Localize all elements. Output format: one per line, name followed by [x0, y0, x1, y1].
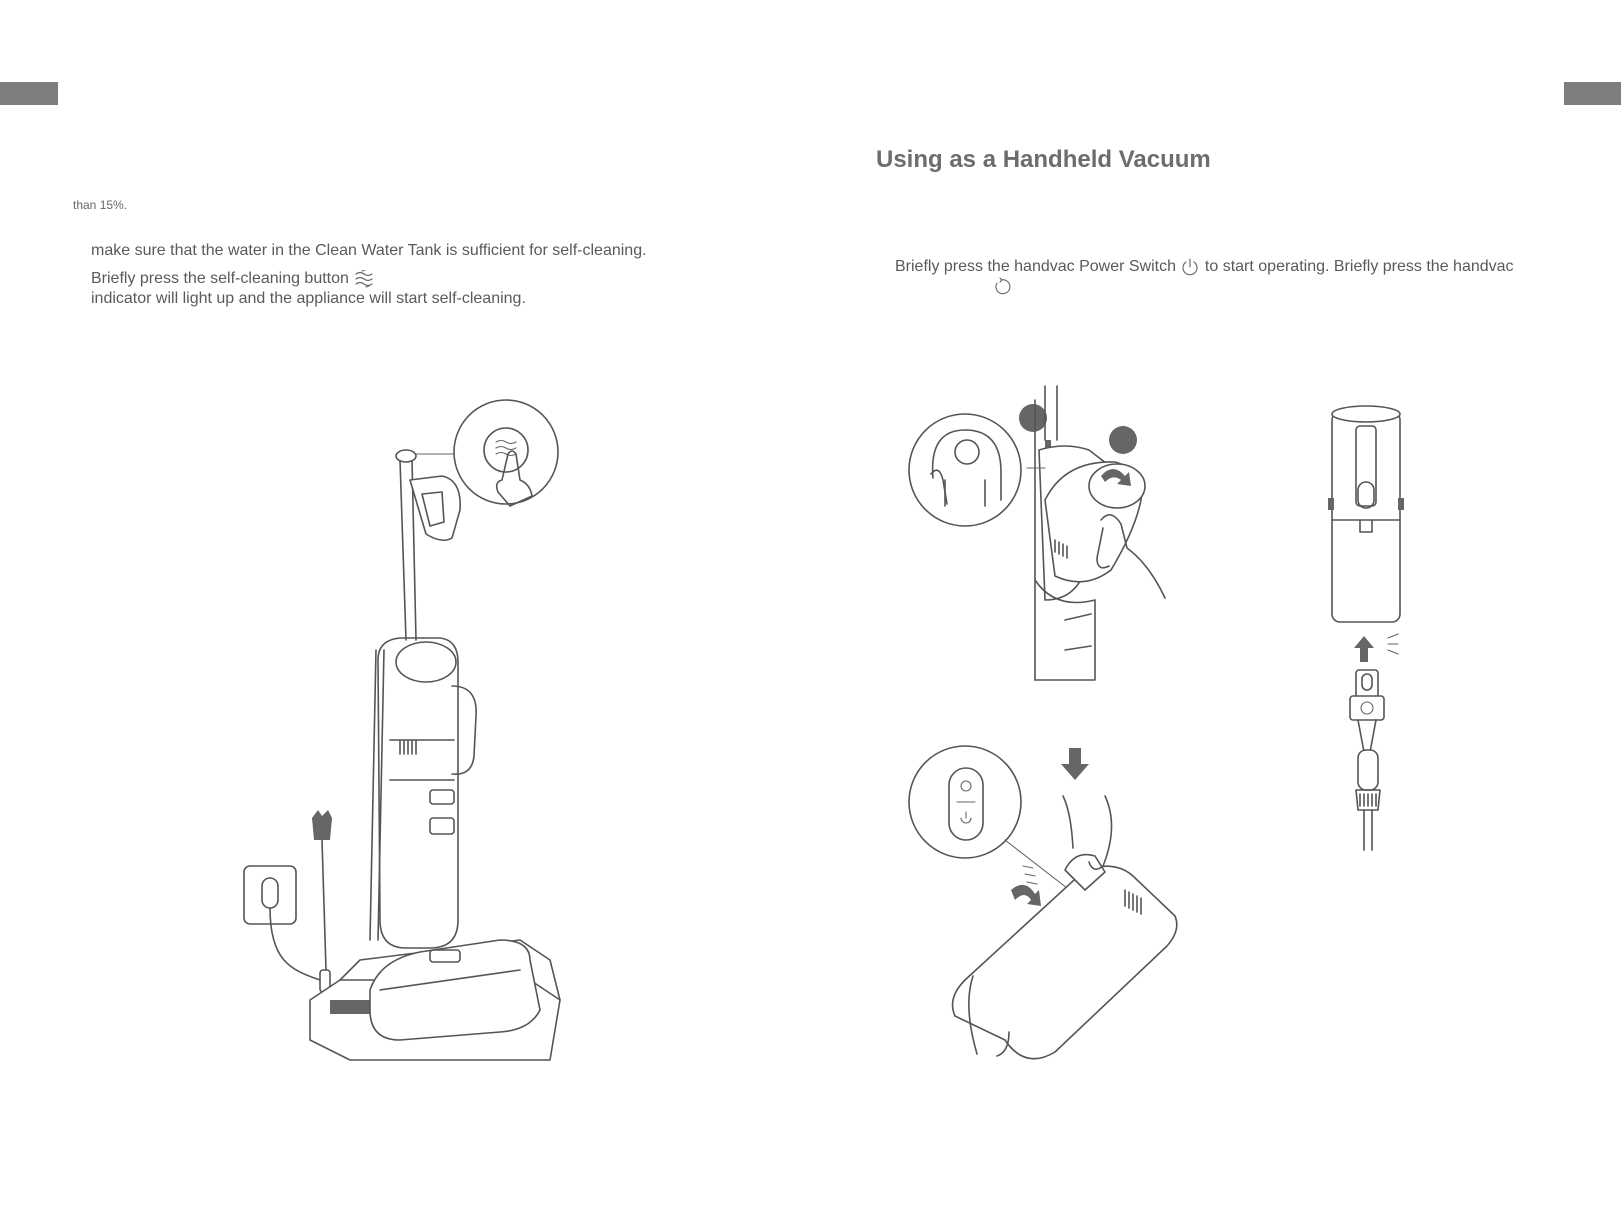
note-text: than 15%.	[73, 198, 128, 212]
instruction-line-2: Briefly press the self-cleaning button	[91, 270, 375, 288]
rotate-icon	[995, 277, 1011, 295]
handvac-instruction-line: Briefly press the handvac Power Switch t…	[895, 257, 1514, 277]
section-heading: Using as a Handheld Vacuum	[876, 146, 1211, 173]
handvac-instruction-text-b: to start operating. Briefly press the ha…	[1204, 258, 1514, 276]
remove-handvac-illustration	[908, 745, 1178, 1060]
power-icon	[1182, 258, 1199, 276]
page-tab-left	[0, 82, 58, 105]
handvac-accessory-illustration	[1328, 405, 1404, 851]
instruction-line-1: make sure that the water in the Clean Wa…	[91, 242, 647, 259]
page-tab-right	[1564, 82, 1621, 105]
detach-handvac-illustration	[908, 385, 1166, 681]
instruction-line-2-text: Briefly press the self-cleaning button	[91, 270, 349, 288]
self-cleaning-icon	[355, 270, 373, 288]
handvac-instruction-text-a: Briefly press the handvac Power Switch	[895, 258, 1177, 276]
self-cleaning-illustration	[243, 399, 561, 1061]
instruction-line-3: indicator will light up and the applianc…	[91, 290, 526, 307]
